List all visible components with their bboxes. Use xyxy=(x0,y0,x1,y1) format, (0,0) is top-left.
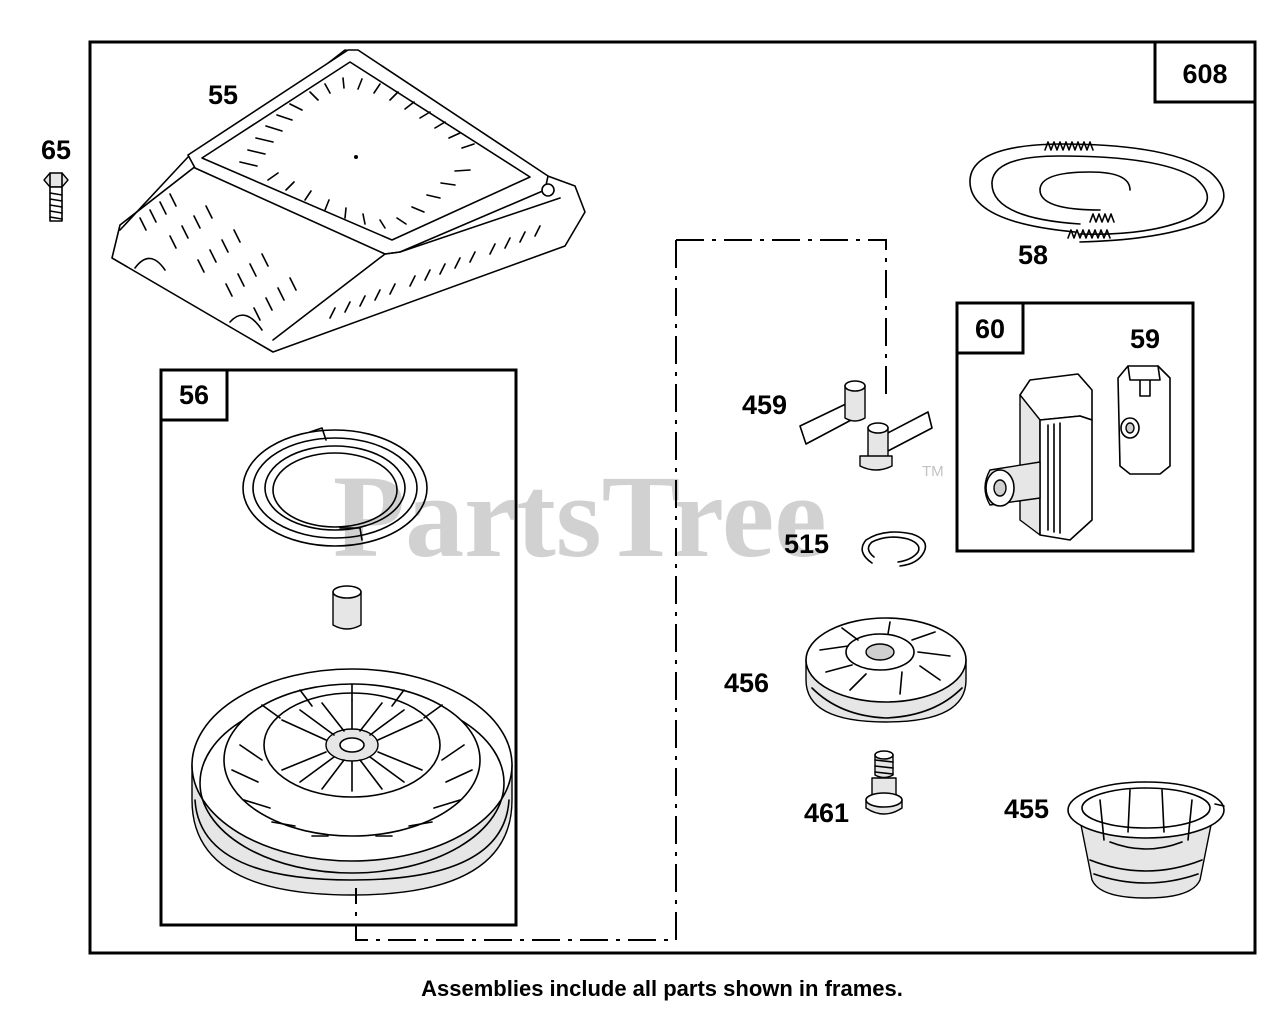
callout-455: 455 xyxy=(1004,794,1049,824)
blower-housing-part xyxy=(111,49,586,353)
callout-58: 58 xyxy=(1018,240,1048,270)
starter-pulley-part xyxy=(191,668,513,896)
starter-rope-part xyxy=(969,141,1225,243)
callout-456: 456 xyxy=(724,668,769,698)
starter-pulley-frame xyxy=(159,368,518,927)
frame-56-tag xyxy=(159,368,229,422)
leader-lines xyxy=(355,239,887,941)
rewind-spring-part xyxy=(242,427,428,547)
frame-60-tag xyxy=(955,301,1025,355)
starter-cup-part xyxy=(1067,781,1225,899)
retainer-ring-part xyxy=(861,531,927,567)
caption: Assemblies include all parts shown in fr… xyxy=(421,976,903,1001)
dog-retainer-part xyxy=(805,617,967,723)
callout-55: 55 xyxy=(208,80,238,110)
frame-56-label: 56 xyxy=(179,380,209,410)
handle-assembly-frame xyxy=(955,301,1195,553)
starter-handle-part xyxy=(984,373,1093,541)
frame-608-tag xyxy=(1153,40,1257,104)
watermark: PartsTree xyxy=(333,451,827,582)
bolt-part xyxy=(43,172,69,222)
callout-515: 515 xyxy=(784,529,829,559)
handle-insert-part xyxy=(1117,365,1171,475)
callout-59: 59 xyxy=(1130,324,1160,354)
watermark-trademark: TM xyxy=(922,463,944,480)
retainer-screw-part xyxy=(865,750,903,815)
callout-461: 461 xyxy=(804,798,849,828)
frame-60-label: 60 xyxy=(975,314,1005,344)
frame-608-label: 608 xyxy=(1182,59,1227,89)
callout-65: 65 xyxy=(41,135,71,165)
pulley-pin-part xyxy=(332,585,362,630)
callout-459: 459 xyxy=(742,390,787,420)
dog-part xyxy=(799,380,933,471)
main-frame xyxy=(88,40,1257,955)
